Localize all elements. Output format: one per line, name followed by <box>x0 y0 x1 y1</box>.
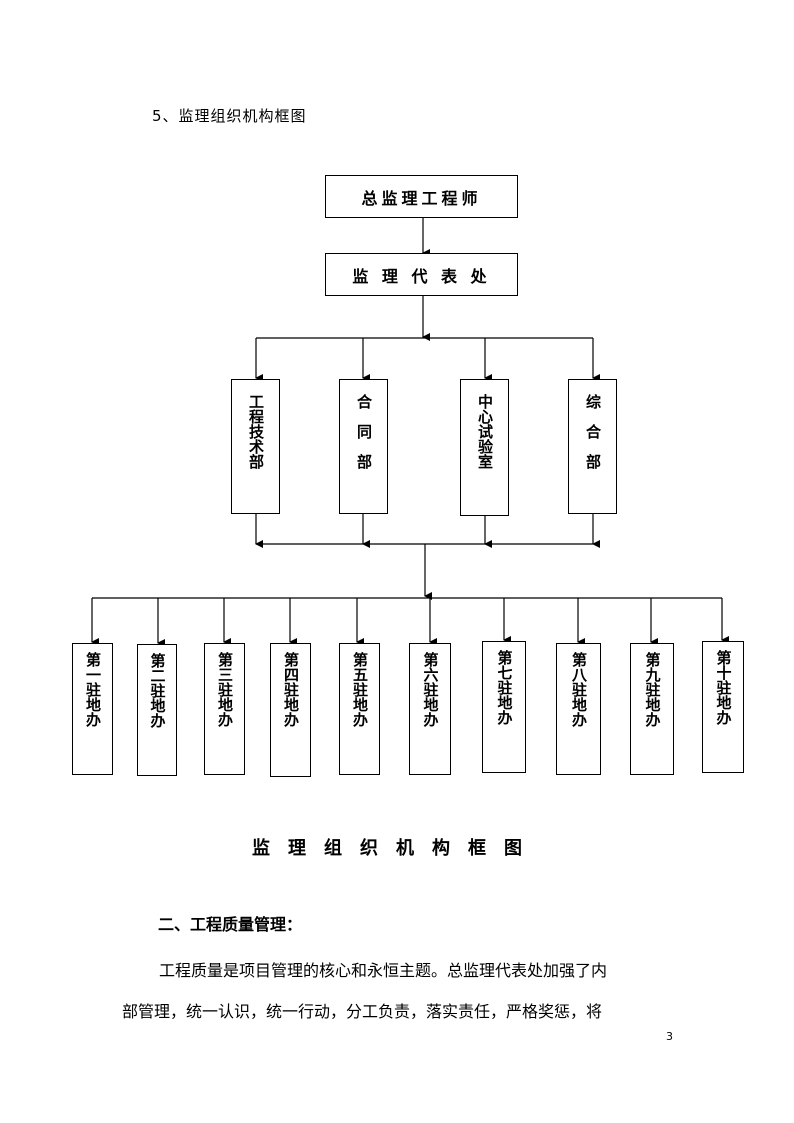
chief-supervisor-label: 总监理工程师 <box>361 188 482 208</box>
station-label-9: 第九驻地办 <box>643 652 662 727</box>
station-label-6: 第六驻地办 <box>421 652 440 727</box>
figure-caption: 监理组织机构框图 <box>252 838 540 859</box>
station-box-8: 第八驻地办 <box>556 643 601 775</box>
dept-general-label: 综 合 部 <box>584 394 602 469</box>
org-chart-connectors <box>91 217 729 647</box>
dept-engineering-box: 工程技术部 <box>231 379 280 514</box>
station-label-10: 第十驻地办 <box>714 650 733 725</box>
station-label-2: 第二驻地办 <box>148 653 167 728</box>
station-box-1: 第一驻地办 <box>72 643 113 775</box>
station-box-3: 第三驻地办 <box>204 643 245 775</box>
representative-office-label: 监 理 代 表 处 <box>352 266 491 286</box>
section-heading: 5、监理组织机构框图 <box>152 107 307 125</box>
paragraph-line-2: 部管理，统一认识，统一行动，分工负责，落实责任，严格奖惩，将 <box>122 1002 603 1021</box>
dept-lab-label: 中心试验室 <box>476 394 494 469</box>
station-label-4: 第四驻地办 <box>282 652 300 727</box>
chief-supervisor-box: 总监理工程师 <box>325 175 518 218</box>
dept-lab-box: 中心试验室 <box>460 379 509 516</box>
station-label-5: 第五驻地办 <box>351 652 369 727</box>
station-box-7: 第七驻地办 <box>482 641 526 773</box>
station-box-10: 第十驻地办 <box>702 641 744 773</box>
station-label-3: 第三驻地办 <box>216 652 234 727</box>
station-label-7: 第七驻地办 <box>495 650 514 725</box>
station-box-9: 第九驻地办 <box>630 643 674 775</box>
dept-general-box: 综 合 部 <box>568 379 617 514</box>
station-box-6: 第六驻地办 <box>409 643 451 775</box>
dept-contract-label: 合 同 部 <box>355 394 373 469</box>
dept-engineering-label: 工程技术部 <box>247 394 265 469</box>
station-box-5: 第五驻地办 <box>339 643 380 775</box>
paragraph-line-1: 工程质量是项目管理的核心和永恒主题。总监理代表处加强了内 <box>159 961 608 980</box>
section-subheading: 二、工程质量管理： <box>158 915 303 934</box>
station-box-2: 第二驻地办 <box>137 644 177 776</box>
representative-office-box: 监 理 代 表 处 <box>325 253 518 296</box>
station-label-1: 第一驻地办 <box>84 652 102 727</box>
station-box-4: 第四驻地办 <box>270 643 311 777</box>
station-label-8: 第八驻地办 <box>570 652 588 727</box>
page-number: 3 <box>666 1030 673 1043</box>
dept-contract-box: 合 同 部 <box>339 379 388 514</box>
